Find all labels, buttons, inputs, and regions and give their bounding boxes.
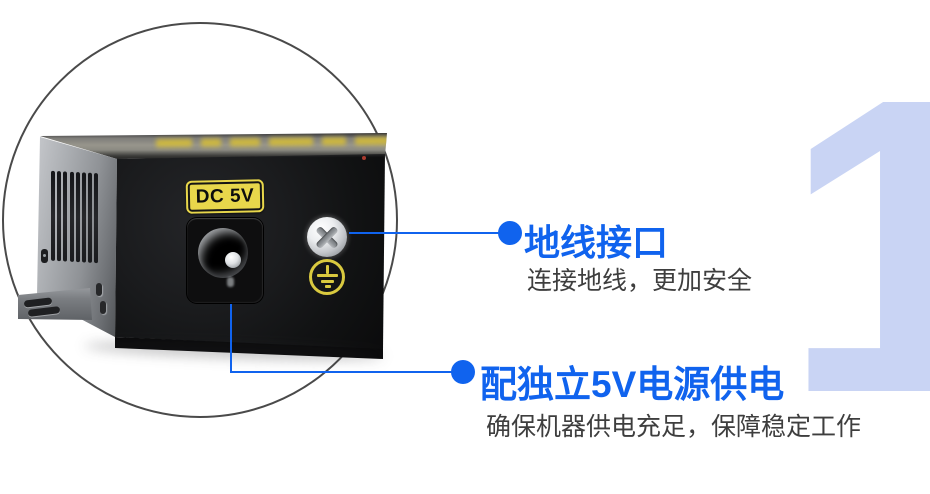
jack-recess <box>198 228 248 287</box>
blurred-print <box>155 136 387 148</box>
power-label: DC 5V <box>185 179 265 214</box>
ventilation-slots <box>51 170 99 264</box>
leader-line-ground <box>349 232 499 234</box>
mounting-bracket <box>18 288 92 320</box>
callout-dot-power <box>451 360 475 384</box>
bracket-slot <box>27 306 61 317</box>
screw-hole <box>100 301 106 314</box>
jack-pin <box>225 252 241 268</box>
annotation-desc-power: 确保机器供电充足，保障稳定工作 <box>486 413 862 441</box>
bracket-slot <box>23 297 53 308</box>
phillips-screw-icon <box>307 217 347 257</box>
leader-line-power-vertical <box>230 304 232 373</box>
panel-led-dot <box>362 156 366 160</box>
leader-line-power-horizontal <box>230 371 453 373</box>
annotation-title-ground: 地线接口 <box>524 222 669 263</box>
annotation-desc-ground: 连接地线，更加安全 <box>527 267 753 295</box>
side-port <box>41 249 48 263</box>
power-label-text: DC 5V <box>187 181 263 212</box>
callout-dot-ground <box>498 221 522 245</box>
annotation-title-power: 配独立5V电源供电 <box>480 364 785 405</box>
screw-hole <box>96 283 102 296</box>
earth-ground-symbol-icon <box>309 259 345 295</box>
dc-power-jack <box>187 218 263 303</box>
step-number: 1 <box>782 12 930 481</box>
